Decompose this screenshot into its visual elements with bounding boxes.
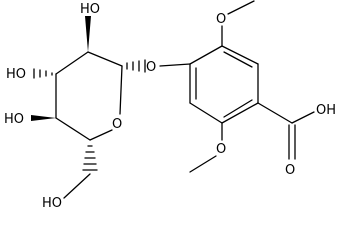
bond-c1-ring-o — [119, 65, 123, 115]
bond-c2-c1 — [87, 51, 123, 67]
bond-c-oh — [291, 111, 315, 124]
double-bond-inner-bottom — [223, 99, 253, 118]
atom-label-methoxy-bottom-o: O — [216, 142, 226, 157]
bond-glycosidic-o-aryl — [159, 63, 191, 67]
bond-methoxy-top-ch3 — [227, 0, 255, 15]
atom-label-glycosidic-oxygen: O — [146, 60, 156, 75]
atom-label-ring-oxygen: O — [112, 117, 122, 132]
hash-bond-c3-oh — [33, 68, 53, 79]
atom-label-ho-left: HO — [6, 67, 26, 82]
atom-label-ho-lower: HO — [4, 112, 24, 127]
molecule-structure: HO HO HO HO O O O O OH O — [4, 0, 336, 211]
bond-ar-1-2 — [189, 45, 223, 65]
bond-ar-4-5 — [221, 102, 259, 124]
structure-canvas: HO HO HO HO O O O O OH O — [4, 0, 336, 211]
bond-ar-cooh — [257, 102, 293, 124]
double-bond-inner-top — [223, 51, 253, 68]
bond-c3-c2 — [55, 51, 89, 75]
atom-label-methoxy-top-o: O — [216, 12, 226, 27]
bond-c5-c4 — [55, 117, 91, 141]
hash-bond-c1-glycosidic-o — [126, 59, 146, 73]
wedge-bond-c2-oh — [85, 16, 91, 52]
bond-ar-5-6 — [189, 102, 223, 124]
hash-bond-c5-ch2 — [82, 145, 98, 171]
bond-ch2-oh — [63, 173, 91, 199]
wedge-bond-c4-oh — [31, 115, 56, 121]
bond-ring-o-c5 — [89, 129, 113, 141]
atom-label-acid-oh: OH — [316, 103, 336, 118]
atom-label-ho-top: HO — [80, 2, 100, 17]
atom-label-ho-bottom: HO — [42, 196, 62, 211]
bond-methoxy-bottom-ch3 — [189, 155, 217, 173]
atom-label-acid-carbonyl-o: O — [285, 163, 295, 178]
bond-ar-2-3 — [221, 45, 259, 65]
